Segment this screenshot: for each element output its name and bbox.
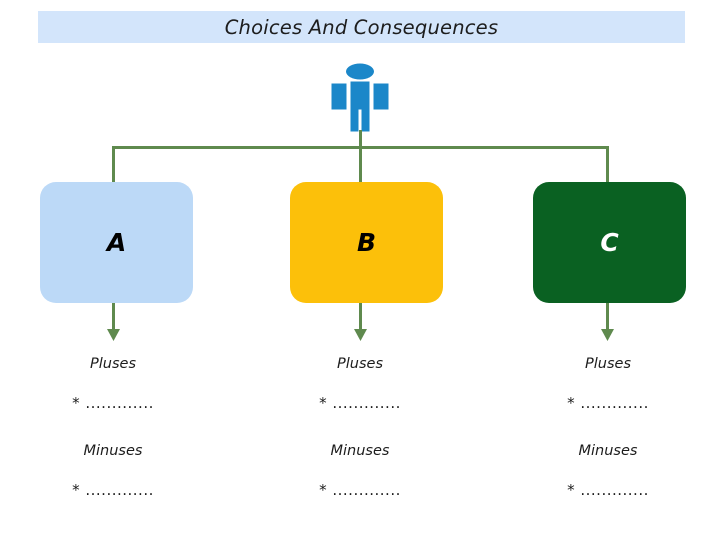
person-figure-icon <box>331 63 389 132</box>
minuses-entry-a[interactable]: * ............. <box>72 481 154 499</box>
minuses-entry-b[interactable]: * ............. <box>319 481 401 499</box>
choice-letter-c: C <box>600 228 619 257</box>
pluses-heading-b: Pluses <box>337 356 383 372</box>
pluses-entry-a[interactable]: * ............. <box>72 394 154 412</box>
choice-box-c[interactable]: C <box>533 182 686 303</box>
minuses-heading-a: Minuses <box>83 443 143 459</box>
outcome-column-b: Pluses * ............. Minuses * .......… <box>260 356 460 499</box>
title-banner: Choices And Consequences <box>38 11 685 43</box>
minuses-heading-c: Minuses <box>578 443 638 459</box>
outcome-column-c: Pluses * ............. Minuses * .......… <box>508 356 708 499</box>
outcome-column-a: Pluses * ............. Minuses * .......… <box>13 356 213 499</box>
choice-box-b[interactable]: B <box>290 182 443 303</box>
pluses-heading-a: Pluses <box>90 356 136 372</box>
minuses-entry-c[interactable]: * ............. <box>567 481 649 499</box>
page-title: Choices And Consequences <box>224 15 499 39</box>
minuses-heading-b: Minuses <box>330 443 390 459</box>
pluses-entry-c[interactable]: * ............. <box>567 394 649 412</box>
choice-box-a[interactable]: A <box>40 182 193 303</box>
pluses-heading-c: Pluses <box>585 356 631 372</box>
choice-letter-a: A <box>106 228 127 257</box>
choice-letter-b: B <box>356 228 377 257</box>
pluses-entry-b[interactable]: * ............. <box>319 394 401 412</box>
